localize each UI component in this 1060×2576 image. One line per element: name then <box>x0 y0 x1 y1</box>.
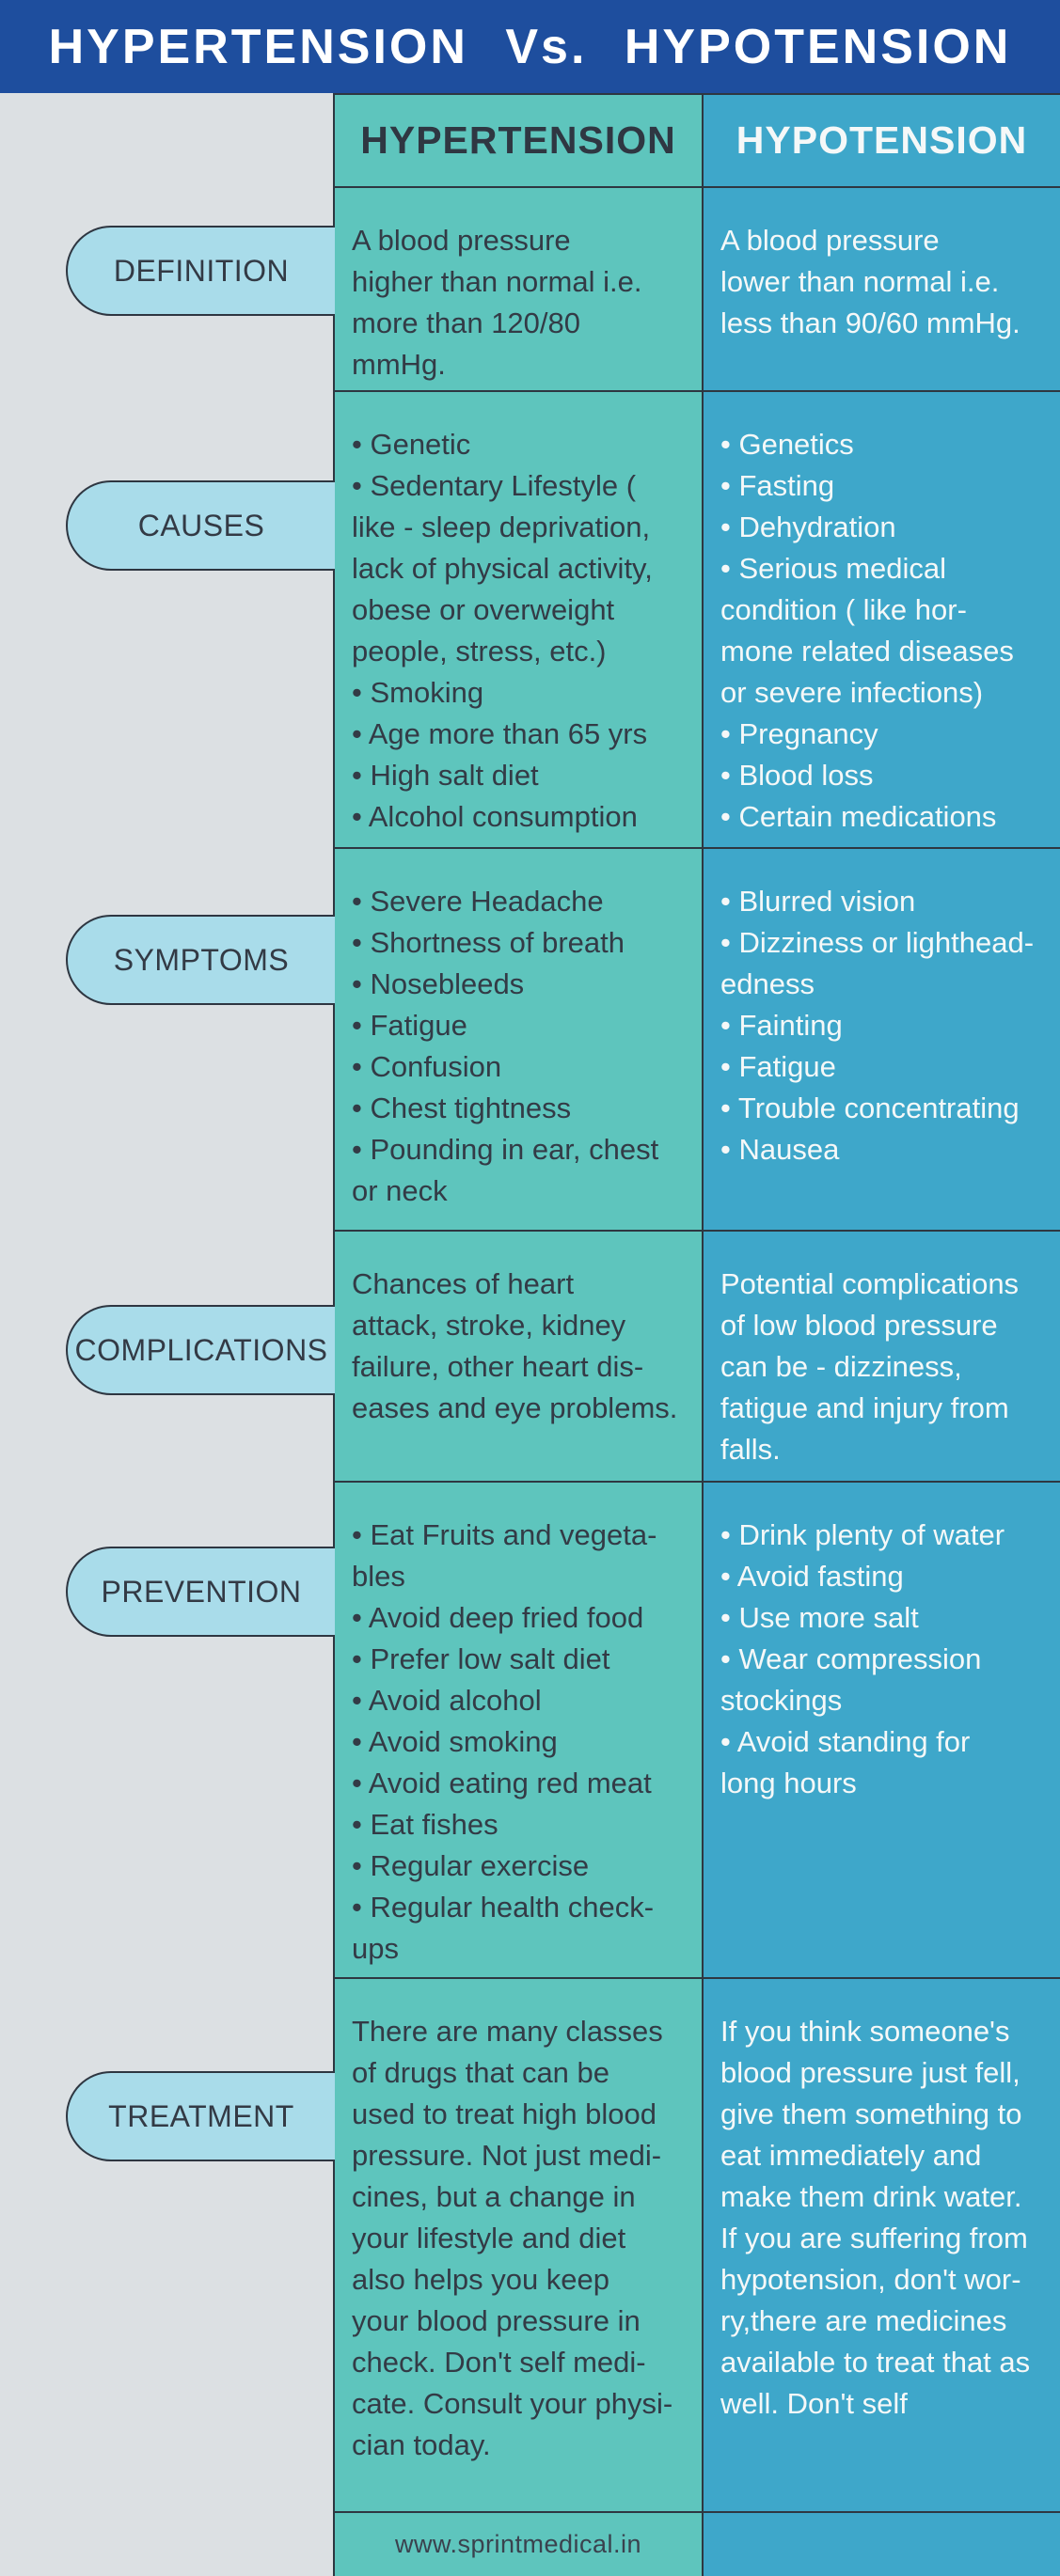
cell-symptoms-hypertension: • Severe Headache • Shortness of breath … <box>335 849 702 1230</box>
website-link: www.sprintmedical.in <box>394 2530 642 2558</box>
row-label-treatment: TREATMENT <box>66 2071 335 2161</box>
treatment-hypertension-text: There are many classes of drugs that can… <box>352 2015 673 2461</box>
cell-definition-hypertension: A blood pressure higher than normal i.e.… <box>335 188 702 390</box>
title-banner: HYPERTENSION Vs. HYPOTENSION <box>0 0 1060 93</box>
symptoms-hypotension-text: • Blurred vision • Dizziness or lighthea… <box>720 885 1035 1166</box>
row-label-causes: CAUSES <box>66 480 335 571</box>
row-label-prevention: PREVENTION <box>66 1547 335 1637</box>
cell-treatment-hypotension: If you think someone's blood pressure ju… <box>704 1979 1060 2511</box>
cell-definition-hypotension: A blood pressure lower than normal i.e. … <box>704 188 1060 390</box>
complications-hypotension-text: Potential complications of low blood pre… <box>720 1267 1020 1466</box>
treatment-hypotension-text: If you think someone's blood pressure ju… <box>720 2015 1031 2420</box>
column-header-hypotension: HYPOTENSION <box>704 95 1060 186</box>
cell-treatment-hypertension: There are many classes of drugs that can… <box>335 1979 702 2511</box>
causes-hypertension-text: • Genetic • Sedentary Lifestyle ( like -… <box>352 428 653 833</box>
page-title: HYPERTENSION Vs. HYPOTENSION <box>48 19 1012 74</box>
cell-causes-hypertension: • Genetic • Sedentary Lifestyle ( like -… <box>335 392 702 847</box>
cell-footer-empty <box>704 2513 1060 2576</box>
row-label-complications: COMPLICATIONS <box>66 1305 335 1395</box>
cell-prevention-hypotension: • Drink plenty of water • Avoid fasting … <box>704 1483 1060 1977</box>
cell-complications-hypertension: Chances of heart attack, stroke, kidney … <box>335 1232 702 1481</box>
column-header-hypertension: HYPERTENSION <box>335 95 702 186</box>
cell-footer-website: www.sprintmedical.in <box>335 2513 702 2576</box>
complications-hypertension-text: Chances of heart attack, stroke, kidney … <box>352 1267 678 1424</box>
definition-hypotension-text: A blood pressure lower than normal i.e. … <box>720 224 1020 339</box>
cell-prevention-hypertension: • Eat Fruits and vegeta- bles • Avoid de… <box>335 1483 702 1977</box>
comparison-table: HYPERTENSION HYPOTENSION A blood pressur… <box>333 93 1060 2576</box>
cell-symptoms-hypotension: • Blurred vision • Dizziness or lighthea… <box>704 849 1060 1230</box>
row-label-definition: DEFINITION <box>66 226 335 316</box>
cell-complications-hypotension: Potential complications of low blood pre… <box>704 1232 1060 1481</box>
row-label-symptoms: SYMPTOMS <box>66 915 335 1005</box>
prevention-hypotension-text: • Drink plenty of water • Avoid fasting … <box>720 1518 1005 1799</box>
cell-causes-hypotension: • Genetics • Fasting • Dehydration • Ser… <box>704 392 1060 847</box>
prevention-hypertension-text: • Eat Fruits and vegeta- bles • Avoid de… <box>352 1518 657 1965</box>
causes-hypotension-text: • Genetics • Fasting • Dehydration • Ser… <box>720 428 1014 833</box>
definition-hypertension-text: A blood pressure higher than normal i.e.… <box>352 224 642 381</box>
symptoms-hypertension-text: • Severe Headache • Shortness of breath … <box>352 885 659 1207</box>
